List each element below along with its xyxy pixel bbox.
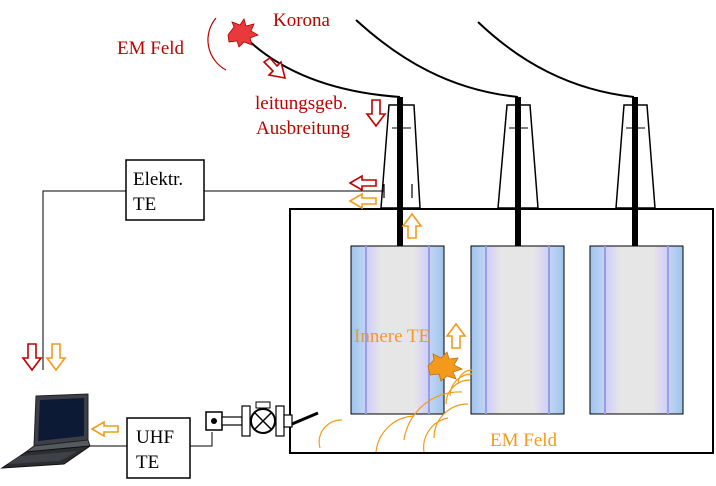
em-feld-bottom-label: EM Feld xyxy=(490,430,558,451)
bushing-1 xyxy=(380,97,421,246)
elektr-te-label-line1: Elektr. xyxy=(133,169,184,190)
overhead-line-1 xyxy=(237,29,401,98)
bushing-2 xyxy=(497,97,539,246)
elektr-te-label-line2: TE xyxy=(133,194,157,215)
korona-label: Korona xyxy=(273,10,330,31)
winding-1 xyxy=(350,245,445,415)
elektr-te-box xyxy=(125,159,205,221)
overhead-line-2 xyxy=(355,19,519,98)
em-feld-top-label: EM Feld xyxy=(117,38,185,59)
valve-icon xyxy=(205,401,319,437)
winding-2 xyxy=(470,245,565,415)
em-field-wave-top xyxy=(207,17,227,71)
wire-uhf-to-sensor xyxy=(190,432,213,447)
arrow-icon xyxy=(21,56,467,438)
uhf-te-box xyxy=(126,417,191,479)
spark-icon xyxy=(227,18,259,48)
overhead-line-3 xyxy=(477,21,635,98)
wire-elektr-te-to-laptop xyxy=(42,190,126,370)
leitungsgeb-label-line1: leitungsgeb. xyxy=(255,93,348,114)
innere-te-label: Innere TE xyxy=(354,326,431,347)
laptop-icon xyxy=(0,393,92,469)
uhf-te-label-line2: TE xyxy=(136,452,160,473)
em-field-waves-bottom xyxy=(318,369,473,453)
leitungsgeb-label-line2: Ausbreitung xyxy=(256,118,350,139)
uhf-te-label-line1: UHF xyxy=(136,427,175,448)
winding-3 xyxy=(589,245,684,415)
inner-te-spark-icon xyxy=(427,351,464,382)
bushing-3 xyxy=(615,97,656,246)
